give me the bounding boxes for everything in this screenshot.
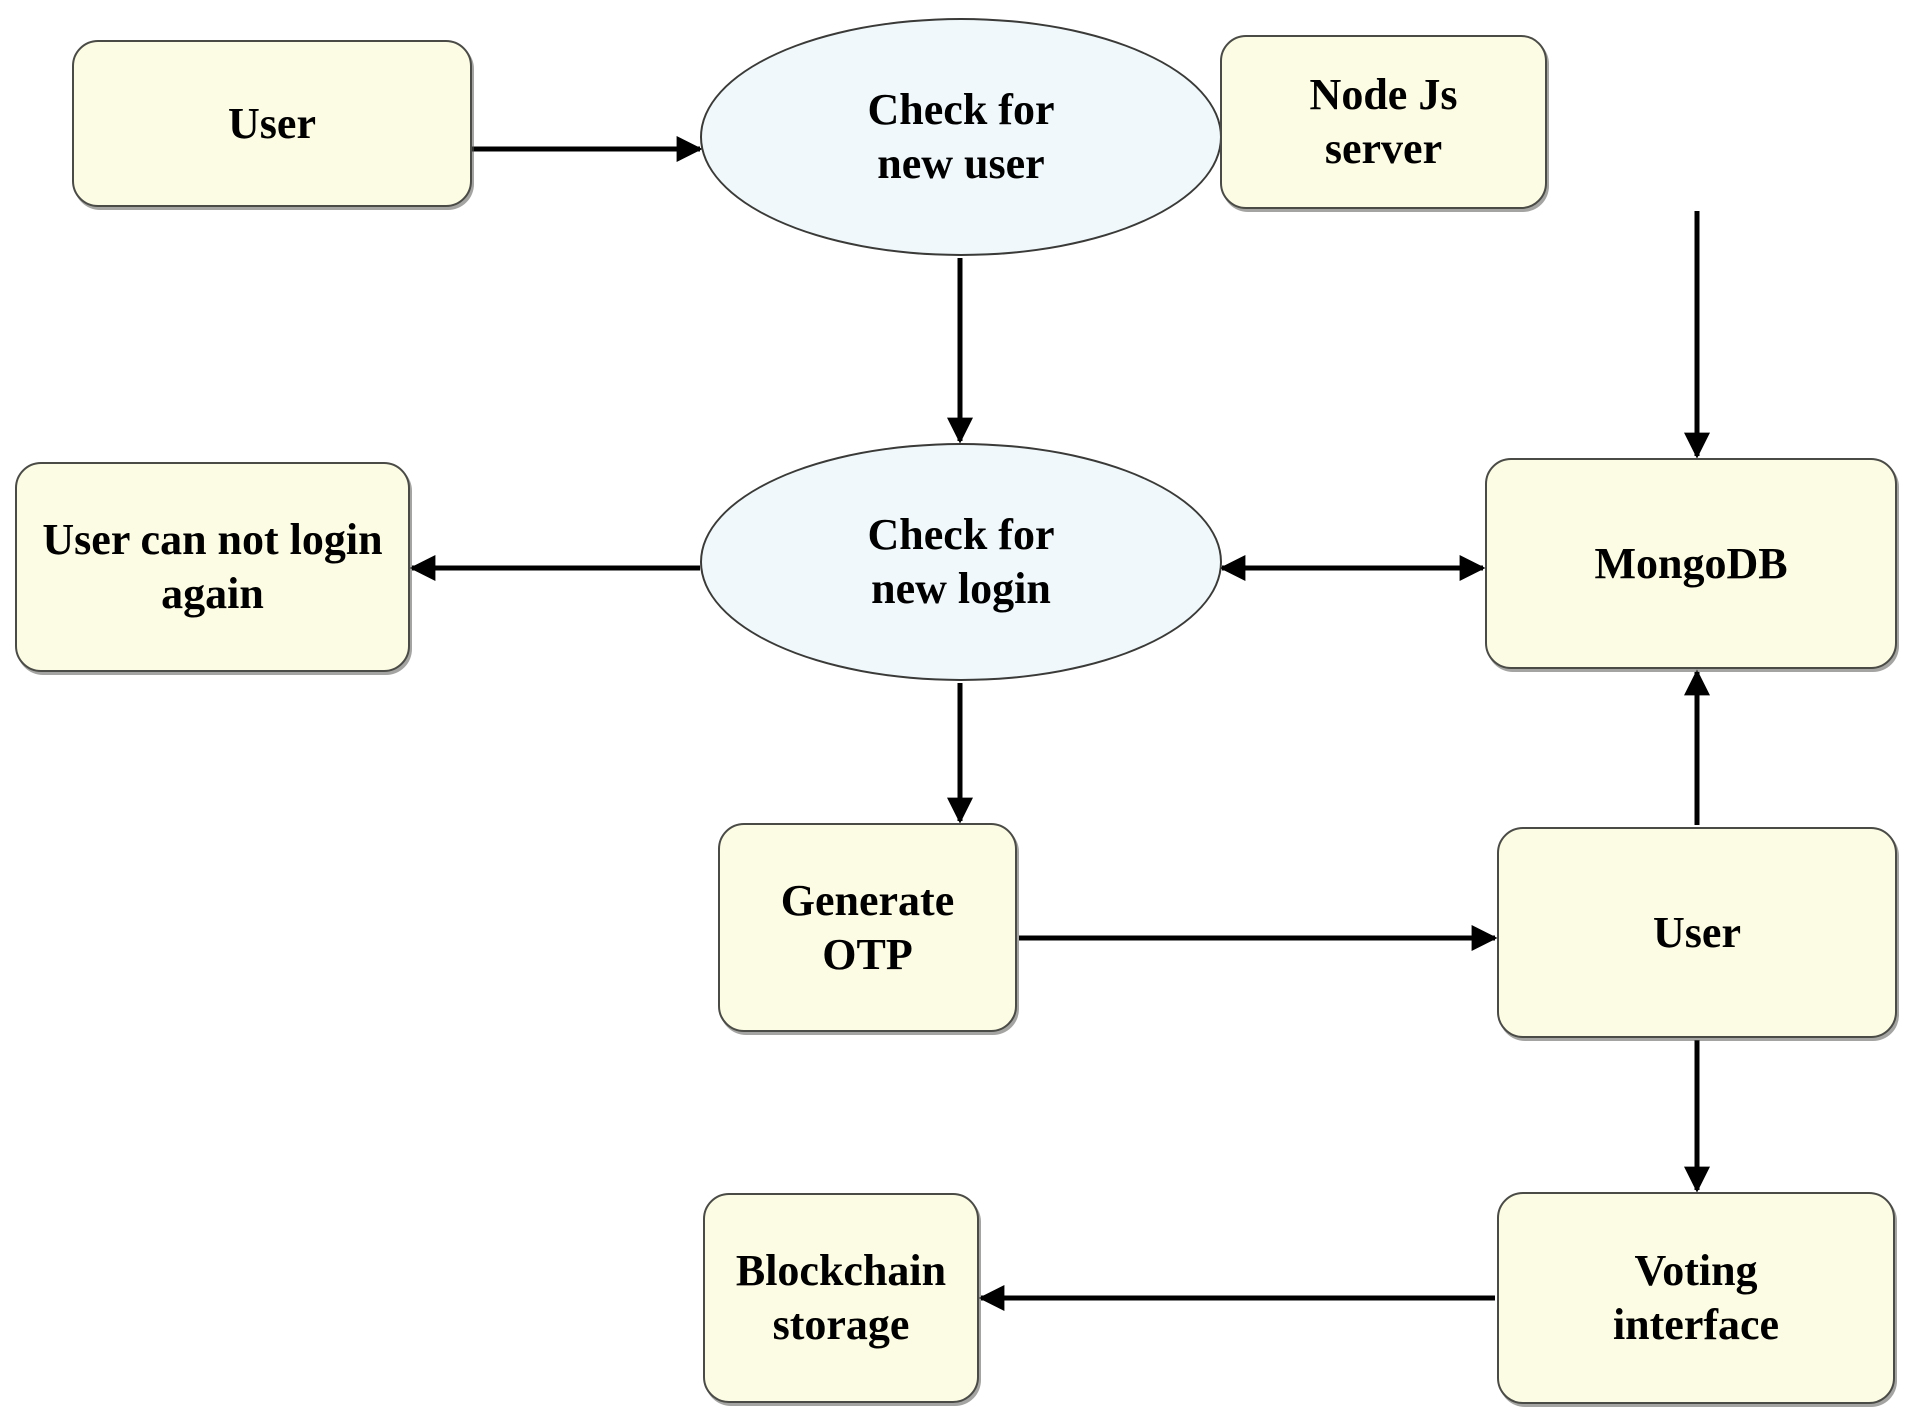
node-label-check_new_user: Check for new user [867, 85, 1055, 188]
node-voting_interface[interactable]: Voting interface [1497, 1192, 1895, 1404]
node-label-user_mid: User [1653, 907, 1741, 957]
node-user_mid[interactable]: User [1497, 827, 1897, 1038]
node-node_js_server[interactable]: Node Js server [1220, 35, 1547, 209]
node-label-generate_otp: Generate OTP [780, 875, 955, 979]
node-check_new_login[interactable]: Check for new login [700, 443, 1222, 681]
node-check_new_user[interactable]: Check for new user [700, 18, 1222, 256]
node-label-voting_interface: Voting interface [1612, 1246, 1780, 1349]
node-label-cannot_login: User can not login again [42, 515, 383, 618]
node-label-node_js_server: Node Js server [1309, 70, 1458, 173]
node-blockchain_storage[interactable]: Blockchain storage [703, 1193, 979, 1403]
node-cannot_login[interactable]: User can not login again [15, 462, 410, 672]
node-generate_otp[interactable]: Generate OTP [718, 823, 1017, 1032]
node-label-blockchain_storage: Blockchain storage [735, 1246, 947, 1349]
node-user_start[interactable]: User [72, 40, 472, 207]
node-label-check_new_login: Check for new login [867, 510, 1055, 613]
node-label-mongodb: MongoDB [1594, 538, 1788, 588]
node-label-user_start: User [228, 98, 316, 148]
node-mongodb[interactable]: MongoDB [1485, 458, 1897, 669]
